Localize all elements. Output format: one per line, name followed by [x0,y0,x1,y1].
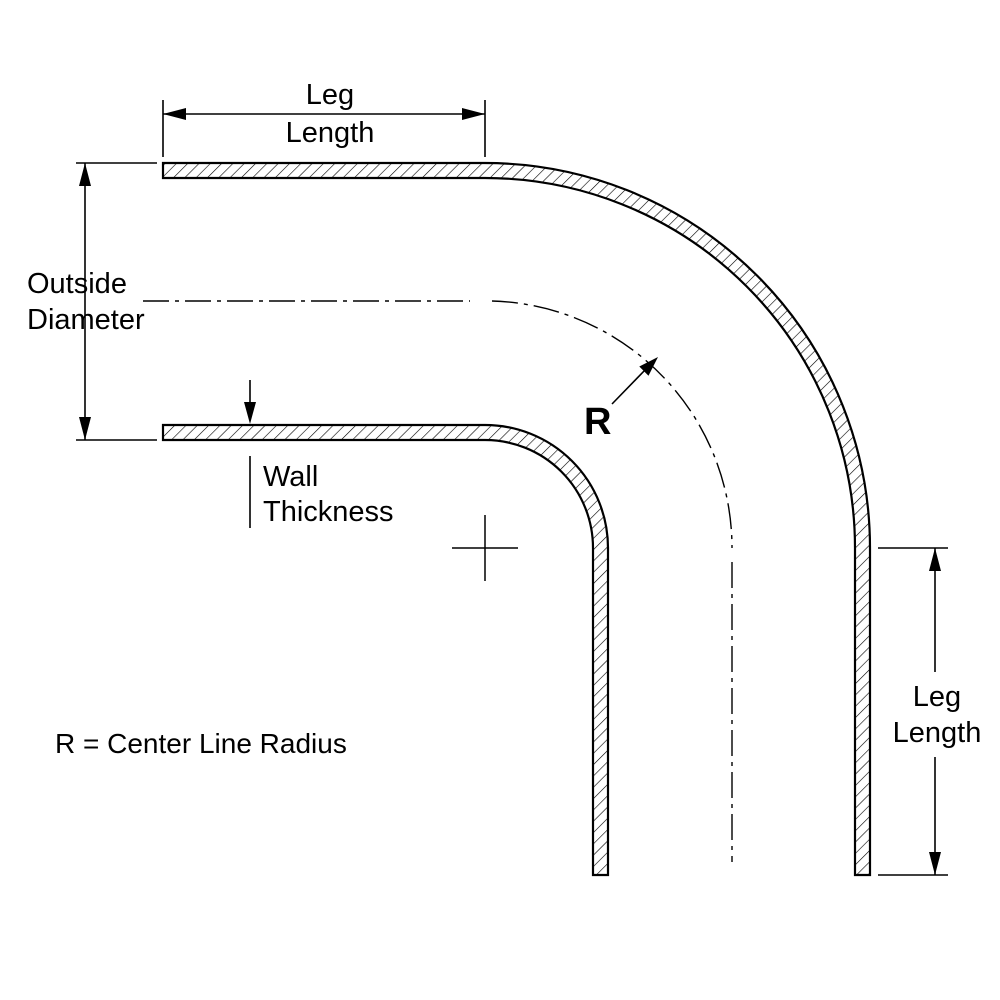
arrowhead-up-icon [929,548,941,571]
bend-centerline-arc [491,300,733,549]
outside-diameter-dimension: Outside Diameter [27,162,157,441]
radius-callout: R [584,357,658,443]
arrowhead-left-icon [163,108,186,120]
leg-length-right-label-line1: Leg [913,681,961,713]
leg-length-top-label-line2: Length [286,117,375,149]
center-lines [143,300,733,862]
radius-definition-note: R = Center Line Radius [55,728,347,759]
arrowhead-right-icon [462,108,485,120]
arrowhead-diagonal-icon [639,357,658,376]
radius-leader-line [611,368,647,405]
wall-thickness-callout: Wall Thickness [244,380,394,528]
outside-diameter-label-line1: Outside [27,268,127,300]
elbow-tube-body [161,161,872,877]
leg-length-top-label-line1: Leg [306,79,354,111]
tube-outer-wall [161,161,872,877]
arrowhead-down-icon [929,852,941,875]
outside-diameter-label-line2: Diameter [27,304,145,336]
tube-inner-wall [161,423,610,877]
radius-symbol-label: R [584,401,611,443]
wall-thickness-label-line1: Wall [263,461,318,493]
leg-length-top-dimension: Leg Length [162,79,486,157]
wall-thickness-label-line2: Thickness [263,496,394,528]
arrowhead-down-icon [244,402,256,424]
arrowhead-down-icon [79,417,91,440]
leg-length-right-label-line2: Length [893,717,982,749]
leg-length-right-dimension: Leg Length [878,547,982,876]
arrowhead-up-icon [79,163,91,186]
